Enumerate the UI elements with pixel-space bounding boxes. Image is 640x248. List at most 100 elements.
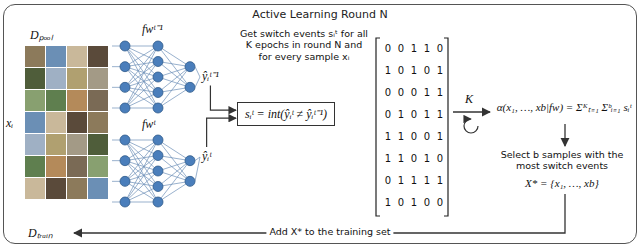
loop-arrow bbox=[464, 119, 478, 133]
matrix-cell: 0 bbox=[421, 65, 433, 77]
matrix-cell: 0 bbox=[421, 197, 433, 209]
network-current bbox=[112, 135, 195, 207]
flow-arrow bbox=[453, 111, 490, 112]
image-thumbnail bbox=[25, 156, 45, 177]
network-link bbox=[125, 140, 158, 156]
image-thumbnail bbox=[88, 178, 108, 199]
matrix-cell: 1 bbox=[434, 175, 446, 187]
matrix-cell: 1 bbox=[408, 43, 420, 55]
matrix-cell: 0 bbox=[395, 65, 407, 77]
prediction-label: ŷᵢᵗ bbox=[202, 149, 211, 163]
matrix-cell: 1 bbox=[421, 109, 433, 121]
matrix-cell: 1 bbox=[434, 87, 446, 99]
neuron bbox=[153, 88, 163, 98]
neuron bbox=[185, 62, 195, 72]
neuron bbox=[153, 41, 163, 51]
neuron bbox=[185, 156, 195, 166]
matrix-cell: 1 bbox=[421, 87, 433, 99]
model-label: fwᵗ bbox=[142, 117, 155, 131]
neuron bbox=[120, 197, 130, 207]
matrix-cell: 1 bbox=[382, 153, 394, 165]
image-thumbnail bbox=[46, 112, 66, 133]
neuron bbox=[120, 103, 130, 113]
image-thumbnail bbox=[67, 90, 87, 111]
note-text: Select b samples with the most switch ev… bbox=[492, 149, 632, 172]
matrix-cell: 1 bbox=[395, 175, 407, 187]
matrix-cell: 1 bbox=[434, 65, 446, 77]
image-thumbnail bbox=[25, 90, 45, 111]
note-text: Get switch events sᵢᵗ for all K epochs i… bbox=[238, 28, 370, 62]
matrix-cell: 1 bbox=[382, 65, 394, 77]
network-previous bbox=[112, 41, 195, 113]
output-link bbox=[195, 67, 200, 77]
matrix-cell: 0 bbox=[382, 175, 394, 187]
image-thumbnail bbox=[88, 46, 108, 67]
matrix-cell: 0 bbox=[421, 131, 433, 143]
image-thumbnail bbox=[88, 68, 108, 89]
output-link bbox=[195, 157, 200, 181]
image-thumbnail bbox=[46, 178, 66, 199]
neuron bbox=[120, 156, 130, 166]
image-thumbnail bbox=[25, 112, 45, 133]
matrix-cell: 0 bbox=[434, 43, 446, 55]
image-thumbnail bbox=[88, 112, 108, 133]
matrix-cell: 0 bbox=[382, 43, 394, 55]
matrix-cell: 0 bbox=[382, 109, 394, 121]
image-thumbnail bbox=[25, 46, 45, 67]
matrix-bracket bbox=[444, 38, 448, 216]
neuron bbox=[153, 72, 163, 82]
matrix-cell: 0 bbox=[434, 197, 446, 209]
network-link bbox=[125, 93, 158, 109]
matrix-cell: 0 bbox=[434, 153, 446, 165]
frame-title: Active Learning Round N bbox=[4, 5, 636, 21]
neuron bbox=[153, 103, 163, 113]
matrix-cell: 1 bbox=[434, 131, 446, 143]
image-thumbnail bbox=[88, 156, 108, 177]
image-thumbnail bbox=[88, 90, 108, 111]
neuron bbox=[153, 197, 163, 207]
network-link bbox=[125, 187, 158, 203]
image-thumbnail bbox=[25, 68, 45, 89]
matrix-cell: 0 bbox=[395, 87, 407, 99]
image-thumbnail bbox=[46, 68, 66, 89]
flow-label: Add X* to the training set bbox=[266, 226, 393, 237]
neuron bbox=[120, 62, 130, 72]
neuron bbox=[153, 151, 163, 161]
matrix-cell: 0 bbox=[408, 131, 420, 143]
image-thumbnail bbox=[46, 46, 66, 67]
model-label: fwᵗ⁻¹ bbox=[142, 22, 163, 36]
sample-label: xᵢ bbox=[6, 116, 13, 130]
matrix-cell: 0 bbox=[408, 153, 420, 165]
matrix-cell: 1 bbox=[408, 65, 420, 77]
image-thumbnail bbox=[67, 178, 87, 199]
image-thumbnail bbox=[88, 134, 108, 155]
image-thumbnail bbox=[67, 46, 87, 67]
matrix-cell: 0 bbox=[382, 87, 394, 99]
image-thumbnail bbox=[46, 90, 66, 111]
neuron bbox=[120, 41, 130, 51]
neuron bbox=[120, 176, 130, 186]
matrix-cell: 0 bbox=[408, 109, 420, 121]
acquisition-formula: α(x₁, …, xb|fw) = Σᴷₜ₌₁ Σᵇᵢ₌₁ sᵢᵗ bbox=[494, 101, 634, 114]
neuron bbox=[120, 135, 130, 145]
output-link bbox=[195, 77, 200, 87]
epoch-symbol: K bbox=[465, 92, 473, 106]
neuron bbox=[153, 57, 163, 67]
image-thumbnail bbox=[25, 178, 45, 199]
selection-formula: X* = {x₁, …, xb} bbox=[492, 177, 632, 190]
neuron bbox=[153, 135, 163, 145]
flow-arrow bbox=[207, 118, 236, 147]
matrix-cell: 0 bbox=[395, 197, 407, 209]
neuron bbox=[153, 182, 163, 192]
matrix-cell: 1 bbox=[395, 153, 407, 165]
matrix-cell: 1 bbox=[408, 197, 420, 209]
set-label: Dₜᵣₐᵢₙ bbox=[28, 226, 53, 240]
formula-box: sᵢᵗ = int(ŷᵢᵗ ≠ ŷᵢᵗ⁻¹) bbox=[237, 102, 335, 126]
flow-arrow bbox=[564, 124, 565, 146]
prediction-label: ŷᵢᵗ⁻¹ bbox=[202, 69, 219, 83]
image-thumbnail bbox=[67, 112, 87, 133]
image-thumbnail bbox=[67, 68, 87, 89]
neuron bbox=[185, 82, 195, 92]
matrix-cell: 1 bbox=[395, 131, 407, 143]
image-thumbnail bbox=[25, 134, 45, 155]
